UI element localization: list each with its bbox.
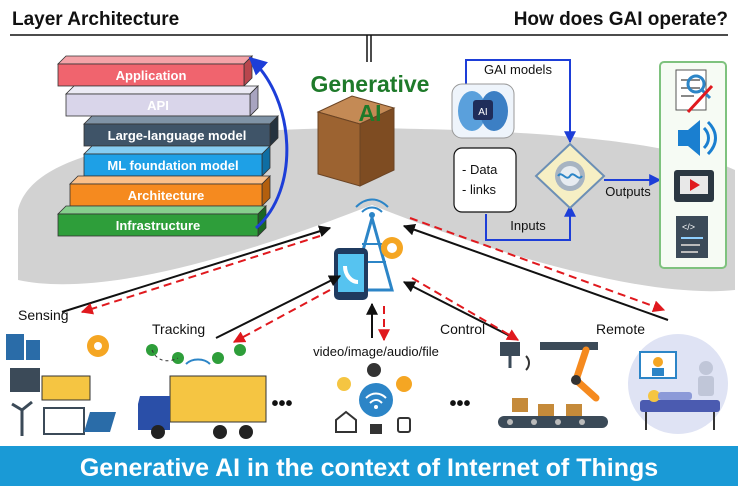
- operation-panel: GAI models AI - Data - links Inputs Outp…: [451, 59, 727, 269]
- footer-banner: [0, 446, 738, 486]
- layer-label-application: Application: [116, 68, 187, 83]
- inputs-arrow: [485, 204, 576, 241]
- layer-infrastructure: Infrastructure: [57, 205, 267, 237]
- video-icon: [674, 170, 714, 202]
- document-icon: [675, 69, 714, 114]
- label-media: video/image/audio/file: [313, 344, 439, 359]
- layer-application: Application: [57, 55, 253, 87]
- data-box: [453, 147, 517, 213]
- gear-icon: [555, 161, 585, 191]
- label-remote: Remote: [596, 321, 645, 337]
- conveyor-robot-icon: [498, 342, 608, 428]
- process-diamond: [534, 142, 606, 210]
- footer-banner-text: Generative AI in the context of Internet…: [80, 454, 658, 482]
- truck-icon: [138, 344, 267, 439]
- inputs-label: Inputs: [510, 218, 546, 233]
- connection-arrows: [61, 217, 669, 343]
- layer-ml-foundation: ML foundation model: [83, 145, 271, 177]
- ellipsis-right: •••: [449, 393, 470, 415]
- data-line-1: - Data: [462, 162, 498, 177]
- speaker-icon: [678, 120, 717, 156]
- center-title-line1: Generative: [311, 71, 430, 97]
- label-tracking: Tracking: [152, 321, 205, 337]
- layer-label-ml-foundation: ML foundation model: [107, 158, 238, 173]
- label-sensing: Sensing: [18, 307, 69, 323]
- phone-icon: [334, 248, 368, 300]
- label-control: Control: [440, 321, 485, 337]
- layer-flow-arrow: [248, 56, 289, 230]
- layer-llm: Large-language model: [83, 115, 279, 147]
- models-label: GAI models: [484, 62, 552, 77]
- layer-label-llm: Large-language model: [108, 128, 247, 143]
- ellipsis-left: •••: [271, 393, 292, 415]
- smart-home-icon: [335, 363, 412, 434]
- outputs-label: Outputs: [605, 184, 651, 199]
- chip-text: AI: [478, 107, 487, 118]
- code-file-icon: </>: [676, 216, 708, 258]
- ai-cube: [316, 95, 396, 187]
- layer-label-infrastructure: Infrastructure: [116, 218, 201, 233]
- layer-label-api: API: [147, 98, 169, 113]
- models-arrow: [465, 59, 576, 144]
- brain-chip-icon: AI: [451, 83, 515, 139]
- layer-api: API: [65, 85, 259, 117]
- layer-label-architecture: Architecture: [128, 188, 205, 203]
- data-line-2: - links: [462, 182, 496, 197]
- center-title-line2: AI: [359, 100, 382, 126]
- telemedicine-icon: [628, 334, 728, 434]
- svg-text:</>: </>: [682, 222, 695, 232]
- left-title: Layer Architecture: [12, 9, 179, 30]
- factory-icon: [6, 334, 116, 436]
- layer-stack: Application API Large-language model ML …: [57, 55, 289, 237]
- layer-architecture: Architecture: [69, 175, 271, 207]
- right-title: How does GAI operate?: [514, 9, 728, 30]
